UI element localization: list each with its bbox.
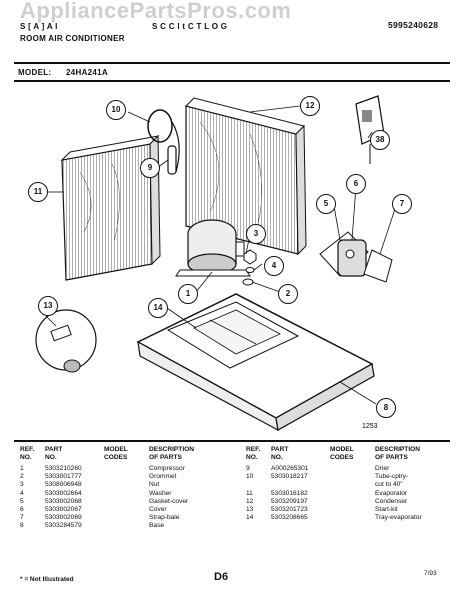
header-catalog-title: S C C l t C T L O G [152,22,228,31]
callout-4: 4 [264,256,284,276]
model-label: MODEL: [18,68,52,77]
table-top-rule [14,440,450,442]
callout-5: 5 [316,194,336,214]
callout-1: 1 [178,284,198,304]
terminal-cover-assembly [319,231,393,283]
drier-part [167,145,177,175]
parts-table-left: REF. NO. PART NO. MODEL CODES DESCRIPTIO… [20,446,222,531]
col-model-header: MODEL CODES [330,446,354,461]
model-number: 24HA241A [66,68,108,77]
callout-3: 3 [246,224,266,244]
page-number: D6 [214,571,229,583]
callout-10: 10 [106,100,126,120]
callout-8: 8 [376,398,396,418]
callout-7: 7 [392,194,412,214]
col-desc-header: DESCRIPTION OF PARTS [149,446,195,461]
revision-date: 7/93 [424,570,437,577]
footnote-not-illustrated: * = Not Illustrated [20,576,74,583]
callout-12: 12 [300,96,320,116]
callout-9: 9 [140,158,160,178]
callout-11: 11 [28,182,48,202]
callout-6: 6 [346,174,366,194]
table-row: cut to 40" [375,481,403,489]
col-part-header: PART NO. [271,446,289,461]
callout-14: 14 [148,298,168,318]
capillary-tube-coil [147,109,173,143]
col-ref-header: REF. NO. [246,446,261,461]
col-part-header: PART NO. [45,446,63,461]
header-brand: S [ A ] A I [20,22,58,31]
callout-13: 13 [38,296,58,316]
col-model-header: MODEL CODES [104,446,128,461]
header-product-type: ROOM AIR CONDITIONER [20,34,125,43]
compressor-part [175,219,251,277]
condenser-coil [185,97,307,256]
col-ref-header: REF. NO. [20,446,35,461]
header-catalog-number: 5995240628 [388,20,439,30]
callout-2: 2 [278,284,298,304]
base-and-tray [136,293,375,432]
callout-38: 38 [370,130,390,150]
start-kit-part [35,309,97,373]
exploded-parts-diagram: 1253 [35,95,397,432]
col-desc-header: DESCRIPTION OF PARTS [375,446,421,461]
header-rule [14,62,450,64]
evaporator-coil [60,134,161,281]
parts-table-right: REF. NO. PART NO. MODEL CODES DESCRIPTIO… [246,446,448,522]
figure-id: 1253 [362,423,378,430]
model-rule [14,80,450,82]
watermark-text: AppliancePartsPros.com [20,0,292,23]
